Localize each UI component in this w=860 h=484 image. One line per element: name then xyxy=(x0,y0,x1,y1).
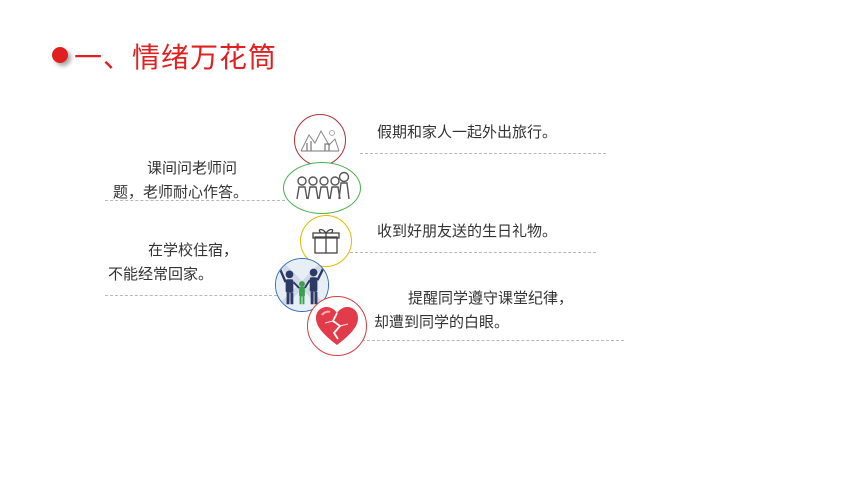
caption-discipline-line2: 却遭到同学的白眼。 xyxy=(374,313,510,331)
divider-boarding xyxy=(105,295,277,296)
travel-sketch-icon xyxy=(300,129,340,152)
students-group-icon xyxy=(296,171,350,200)
caption-boarding: 在学校住宿， 不能经常回家。 xyxy=(108,238,238,286)
heart-circle xyxy=(307,296,367,356)
caption-boarding-line2: 不能经常回家。 xyxy=(108,265,214,283)
students-circle xyxy=(283,162,361,214)
caption-discipline: 提醒同学遵守课堂纪律， 却遭到同学的白眼。 xyxy=(374,286,573,334)
broken-heart-icon xyxy=(316,307,358,345)
caption-discipline-line1: 提醒同学遵守课堂纪律， xyxy=(408,289,574,307)
page-title: 一、情绪万花筒 xyxy=(74,41,278,74)
gift-box-icon xyxy=(312,228,340,254)
travel-circle xyxy=(294,114,346,166)
caption-teacher-line1: 课间问老师问 xyxy=(147,159,238,177)
caption-boarding-line1: 在学校住宿， xyxy=(148,241,239,259)
caption-travel: 假期和家人一起外出旅行。 xyxy=(377,123,558,141)
caption-gift: 收到好朋友送的生日礼物。 xyxy=(377,222,558,240)
divider-teacher xyxy=(105,200,285,201)
caption-teacher-line2: 题，老师耐心作答。 xyxy=(113,183,249,201)
divider-discipline xyxy=(362,340,624,341)
caption-teacher: 课间问老师问 题，老师耐心作答。 xyxy=(113,156,248,204)
title-bullet-icon xyxy=(52,47,68,63)
divider-gift xyxy=(350,252,596,253)
divider-travel xyxy=(360,153,606,154)
